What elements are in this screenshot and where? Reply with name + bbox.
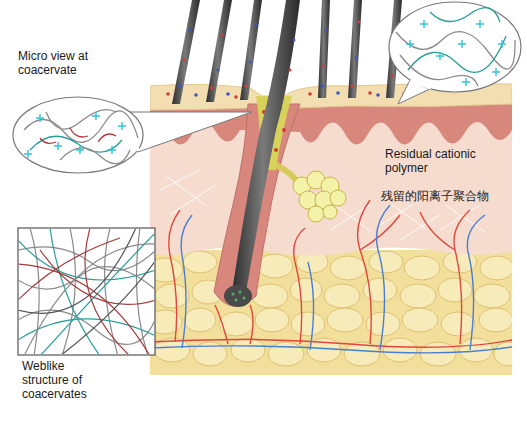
callout-title: Residual cationic polymer bbox=[383, 146, 493, 176]
callout-title: 残留的阳离子聚合物 bbox=[379, 188, 491, 204]
callout-title: Micro view at coacervate bbox=[16, 48, 114, 78]
box-caption: Weblike structure of coacervates bbox=[20, 358, 108, 402]
